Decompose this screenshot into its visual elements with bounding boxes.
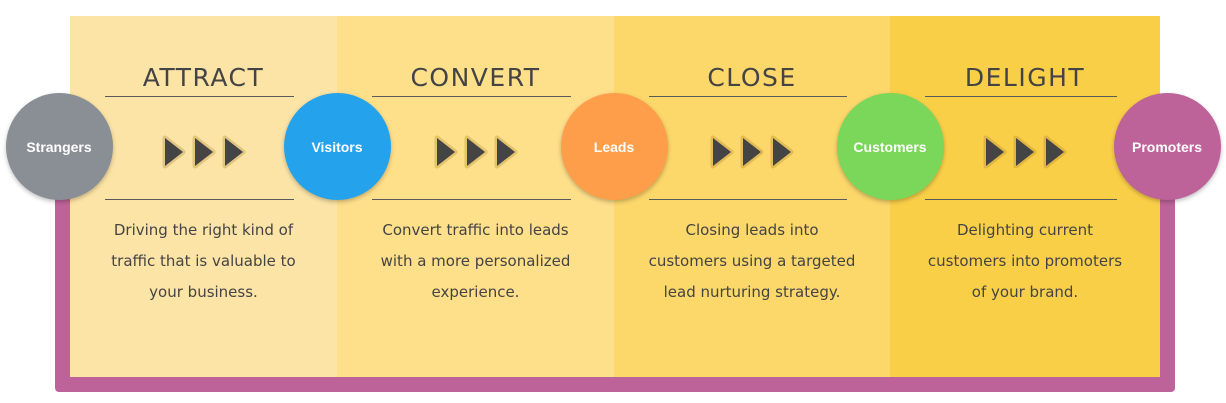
node-promoters: Promoters xyxy=(1113,93,1221,200)
play-triangle-icon xyxy=(222,135,245,169)
play-triangle-icon xyxy=(192,135,215,169)
stage-heading: CONVERT xyxy=(410,63,541,92)
inbound-methodology-panel: ATTRACT Driving the right kind of traffi… xyxy=(70,16,1160,377)
stage-close: CLOSE Closing leads into customers using… xyxy=(614,16,890,377)
play-triangle-icon xyxy=(434,135,457,169)
node-customers: Customers xyxy=(836,93,944,200)
divider xyxy=(649,96,847,97)
stage-attract: ATTRACT Driving the right kind of traffi… xyxy=(70,16,337,377)
play-triangle-icon xyxy=(1043,135,1067,169)
arrow-group xyxy=(614,135,890,169)
play-triangle-icon xyxy=(983,135,1007,169)
play-triangle-icon xyxy=(1013,135,1037,169)
divider xyxy=(372,199,571,200)
divider xyxy=(649,199,847,200)
node-label: Customers xyxy=(853,138,927,155)
node-label: Visitors xyxy=(311,138,363,155)
play-triangle-icon xyxy=(770,135,794,169)
play-triangle-icon xyxy=(740,135,764,169)
divider xyxy=(372,96,571,97)
node-strangers: Strangers xyxy=(5,93,113,200)
node-label: Promoters xyxy=(1131,138,1203,155)
node-label: Strangers xyxy=(26,138,92,155)
stage-description: Closing leads into customers using a tar… xyxy=(648,221,856,301)
divider xyxy=(925,199,1117,200)
divider xyxy=(105,96,294,97)
play-triangle-icon xyxy=(494,135,517,169)
play-triangle-icon xyxy=(464,135,487,169)
stage-description: Delighting current customers into promot… xyxy=(927,221,1123,301)
divider xyxy=(925,96,1117,97)
stage-description: Convert traffic into leads with a more p… xyxy=(380,221,571,301)
arrow-group xyxy=(337,135,614,169)
divider xyxy=(105,199,294,200)
play-triangle-icon xyxy=(162,135,185,169)
stage-heading: CLOSE xyxy=(707,63,797,92)
node-leads: Leads xyxy=(560,93,668,200)
play-triangle-icon xyxy=(710,135,734,169)
stage-description: Driving the right kind of traffic that i… xyxy=(111,221,296,301)
arrow-group xyxy=(70,135,337,169)
stage-heading: ATTRACT xyxy=(142,63,265,92)
node-visitors: Visitors xyxy=(283,93,391,200)
stage-delight: DELIGHT Delighting current customers int… xyxy=(890,16,1160,377)
stage-heading: DELIGHT xyxy=(964,63,1086,92)
stage-convert: CONVERT Convert traffic into leads with … xyxy=(337,16,614,377)
arrow-group xyxy=(890,135,1160,169)
node-label: Leads xyxy=(593,138,635,155)
